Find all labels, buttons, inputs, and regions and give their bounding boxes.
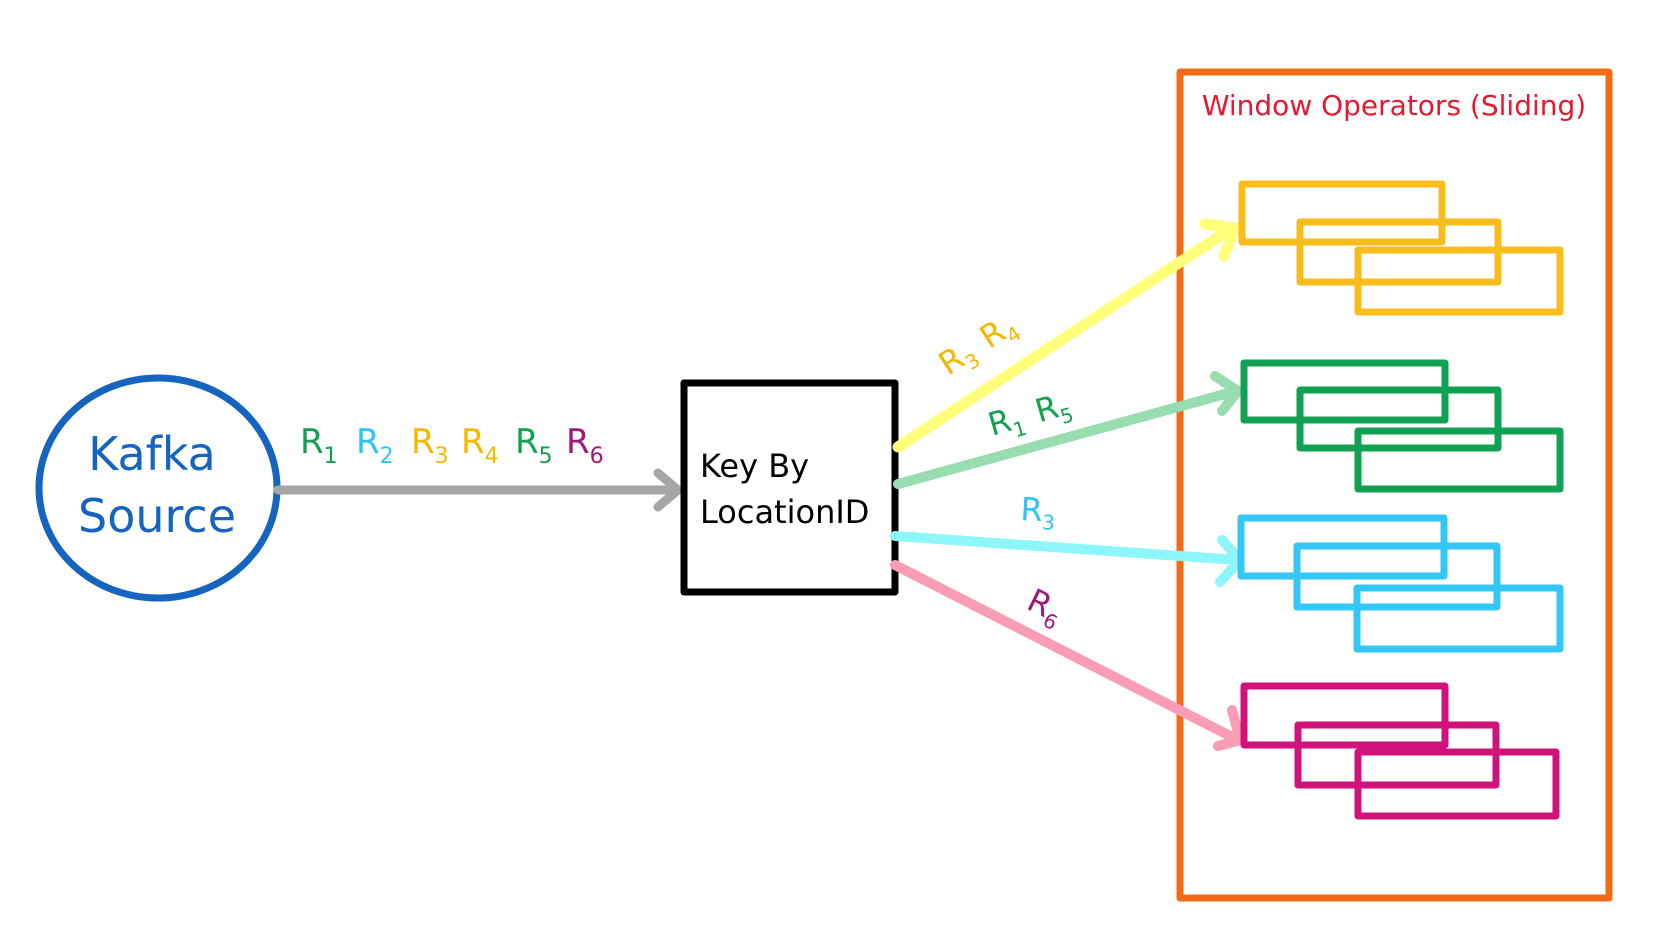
- kafka-source-circle: [35, 374, 281, 602]
- window-groups: [1237, 180, 1564, 820]
- stream-arrow-pink: [890, 560, 1243, 745]
- input-record-r3: R3: [411, 422, 449, 469]
- window-group-pink: [1240, 682, 1560, 820]
- sliding-window: [1354, 748, 1560, 820]
- stream-arrows: [890, 218, 1245, 751]
- sliding-window: [1354, 246, 1564, 316]
- input-record-r6: R6: [566, 422, 604, 469]
- input-record-r4: R4: [461, 422, 499, 469]
- window-group-green: [1240, 359, 1564, 493]
- keyby-label-line2: LocationID: [700, 493, 869, 531]
- svg-text:R6: R6: [1019, 581, 1069, 635]
- stream-label-green: R1R5: [984, 384, 1077, 448]
- stream-labels: R3R4 R1R5 R3 R6: [932, 312, 1077, 635]
- stream-arrow-yellow: [892, 222, 1238, 453]
- window-operators-panel: Window Operators (Sliding): [1176, 68, 1613, 902]
- window-group-cyan: [1237, 514, 1564, 653]
- stream-arrow-green: [893, 386, 1241, 489]
- stream-arrow-cyan: [890, 531, 1243, 565]
- window-panel-title: Window Operators (Sliding): [1202, 89, 1586, 122]
- sliding-window: [1353, 584, 1564, 653]
- kafka-source-node: Kafka Source: [35, 374, 281, 602]
- keyby-label-line1: Key By: [700, 447, 809, 485]
- stream-arrowhead-green: [1210, 371, 1243, 416]
- window-group-yellow: [1238, 180, 1564, 316]
- kafka-source-label-line1: Kafka: [88, 427, 216, 481]
- input-record-r5: R5: [515, 422, 553, 469]
- stream-arrowhead-yellow: [1199, 218, 1241, 262]
- sliding-window: [1296, 386, 1502, 452]
- sliding-window: [1354, 427, 1564, 493]
- input-record-r2: R2: [356, 422, 394, 469]
- stream-arrowhead-pink: [1213, 705, 1245, 751]
- main-arrow-head: [653, 468, 683, 512]
- svg-text:R3: R3: [1019, 490, 1056, 535]
- keyby-box: [680, 379, 899, 596]
- sliding-window: [1293, 542, 1501, 611]
- sliding-window: [1240, 682, 1449, 749]
- window-panel-border: [1176, 68, 1613, 902]
- stream-label-cyan: R3: [1019, 490, 1056, 535]
- keyby-node: Key By LocationID: [680, 379, 899, 596]
- svg-text:R1R5: R1R5: [984, 384, 1077, 448]
- input-records: R1 R2 R3 R4 R5 R6: [300, 422, 604, 469]
- main-arrow: [273, 468, 683, 512]
- input-record-r1: R1: [300, 422, 338, 469]
- kafka-source-label-line2: Source: [78, 489, 236, 543]
- sliding-window: [1238, 180, 1446, 246]
- stream-label-pink: R6: [1019, 581, 1069, 635]
